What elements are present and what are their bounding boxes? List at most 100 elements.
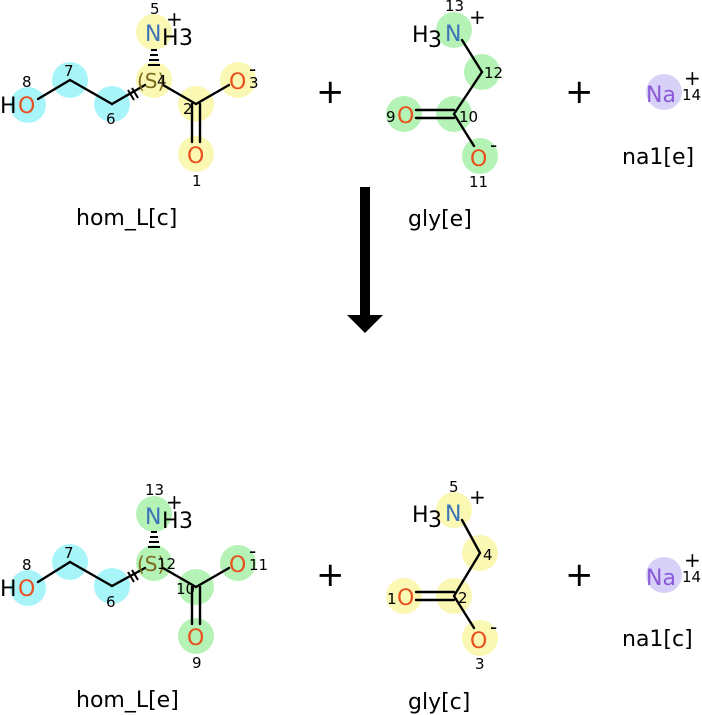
- index-c2-p: 2: [458, 589, 468, 607]
- atom-h3-n5: H: [162, 26, 179, 51]
- caption-na1-c: na1[c]: [622, 627, 693, 652]
- atom-o11-p: O: [229, 553, 246, 578]
- hash-bond-s4-n5: [148, 49, 160, 66]
- atom-h-sub-n13: 3: [428, 28, 442, 53]
- atom-o8: O: [18, 94, 35, 119]
- caption-gly-c: gly[c]: [408, 690, 470, 715]
- plus-sign-2: +: [565, 72, 594, 112]
- atom-h-n13: H: [412, 23, 429, 48]
- bond-o8-c7-p: [36, 560, 72, 584]
- bond-c10-o11: [452, 112, 476, 148]
- index-o9: 9: [386, 108, 396, 126]
- charge-na14-bottom: +: [684, 548, 701, 572]
- index-n5-p: 5: [449, 478, 459, 496]
- index-na14-bottom: 14: [682, 568, 701, 586]
- hash-bond-s12-n13: [148, 531, 160, 548]
- reactant-hom-l: H O N H 3 + (S) O - O 1 2 3 4 5 6 7 8 ho…: [0, 0, 259, 231]
- caption-gly-e: gly[e]: [408, 207, 472, 232]
- atom-o9: O: [397, 104, 414, 129]
- caption-na1-e: na1[e]: [622, 145, 694, 170]
- reaction-arrow: [347, 187, 383, 333]
- highlight-o8-p: [10, 570, 46, 606]
- bond-o8-c7: [36, 78, 72, 101]
- atom-o8-p: O: [18, 577, 35, 602]
- index-c6: 6: [106, 110, 116, 128]
- highlight-o3: [220, 62, 256, 98]
- highlight-o9-p: [178, 618, 214, 654]
- stereo-label-s12-p: (S): [137, 552, 165, 576]
- highlight-s4: [136, 62, 172, 98]
- index-o3: 3: [249, 74, 259, 92]
- index-o3-p: 3: [475, 655, 485, 673]
- bond-c2-o3: [194, 83, 231, 106]
- index-n5: 5: [150, 0, 160, 18]
- plus-sign-3: +: [316, 555, 345, 595]
- index-o11: 11: [469, 173, 488, 191]
- arrow-head: [347, 315, 383, 333]
- atom-na14-top: Na: [646, 83, 676, 108]
- reactant-gly-e: H 3 N + O O - 9 10 11 12 13 gly[e]: [386, 0, 503, 232]
- highlight-o1-p: [386, 578, 422, 614]
- charge-na14-top: +: [684, 66, 701, 90]
- atom-o1: O: [187, 144, 204, 169]
- index-s4: 4: [157, 72, 167, 90]
- atom-o3-p: O: [470, 629, 487, 654]
- highlight-n13-p: [136, 496, 172, 532]
- caption-hom-l-c: hom_L[c]: [76, 206, 177, 231]
- index-n13-p: 13: [145, 481, 164, 499]
- atom-o9-p: O: [187, 626, 204, 651]
- highlight-o8: [10, 87, 46, 123]
- charge-n5-p: +: [469, 485, 486, 509]
- index-c12: 12: [484, 64, 503, 82]
- highlight-n5-p: [436, 492, 472, 528]
- charge-o11-p: -: [249, 539, 256, 563]
- arrow-shaft: [360, 187, 370, 315]
- highlight-n13: [436, 12, 472, 48]
- atom-h3-sub-n13-p: 3: [179, 509, 193, 534]
- atom-n5: N: [145, 22, 161, 47]
- index-o8-p: 8: [22, 556, 32, 574]
- highlight-n5: [136, 14, 172, 50]
- charge-o3-p: -: [490, 615, 497, 639]
- plus-sign-4: +: [565, 555, 594, 595]
- atom-h3-n13-p: H: [162, 509, 179, 534]
- atom-o3: O: [229, 70, 246, 95]
- product-na1-c: Na 14 + na1[c]: [622, 548, 701, 652]
- bond-c2-o3-p: [452, 594, 476, 630]
- caption-hom-l-e: hom_L[e]: [76, 688, 179, 713]
- bond-n13-c12: [460, 38, 484, 74]
- charge-n13: +: [469, 5, 486, 29]
- atom-o1-p: O: [397, 586, 414, 611]
- stereo-label-s4: (S): [137, 69, 165, 93]
- plus-sign-1: +: [316, 72, 345, 112]
- bond-c6-s4: [110, 83, 147, 106]
- charge-o11: -: [490, 133, 497, 157]
- highlight-o3-p: [462, 620, 498, 656]
- highlight-na14-bottom: [646, 557, 682, 593]
- bond-c12-c10: [452, 70, 484, 116]
- index-n13: 13: [445, 0, 464, 15]
- charge-n13-p: +: [166, 490, 183, 514]
- bond-c4-c2-p: [452, 551, 482, 598]
- index-c2: 2: [183, 100, 193, 118]
- charge-n5: +: [166, 7, 183, 31]
- bond-s12-c10-p: [161, 566, 198, 589]
- highlight-o1: [178, 136, 214, 172]
- atom-n13: N: [445, 22, 461, 47]
- highlight-o11-p: [220, 545, 256, 581]
- atom-h-hydroxyl-p: H: [0, 577, 17, 602]
- bond-n5-c4-p: [460, 518, 482, 555]
- bond-c10-o11-p: [194, 566, 231, 589]
- highlight-s12-p: [136, 545, 172, 581]
- atom-o11: O: [470, 147, 487, 172]
- index-na14-top: 14: [682, 86, 701, 104]
- product-gly-c: H 3 N + O O - 1 2 3 4 5 gly[c]: [386, 478, 498, 715]
- index-o1: 1: [192, 172, 202, 190]
- index-o9-p: 9: [192, 654, 202, 672]
- highlight-na14-top: [646, 74, 682, 110]
- reactant-na1-e: Na 14 + na1[e]: [622, 66, 701, 170]
- index-o8: 8: [22, 73, 32, 91]
- index-o11-p: 11: [249, 556, 268, 574]
- index-c10: 10: [459, 108, 478, 126]
- stereo-tick-c6: [127, 87, 139, 101]
